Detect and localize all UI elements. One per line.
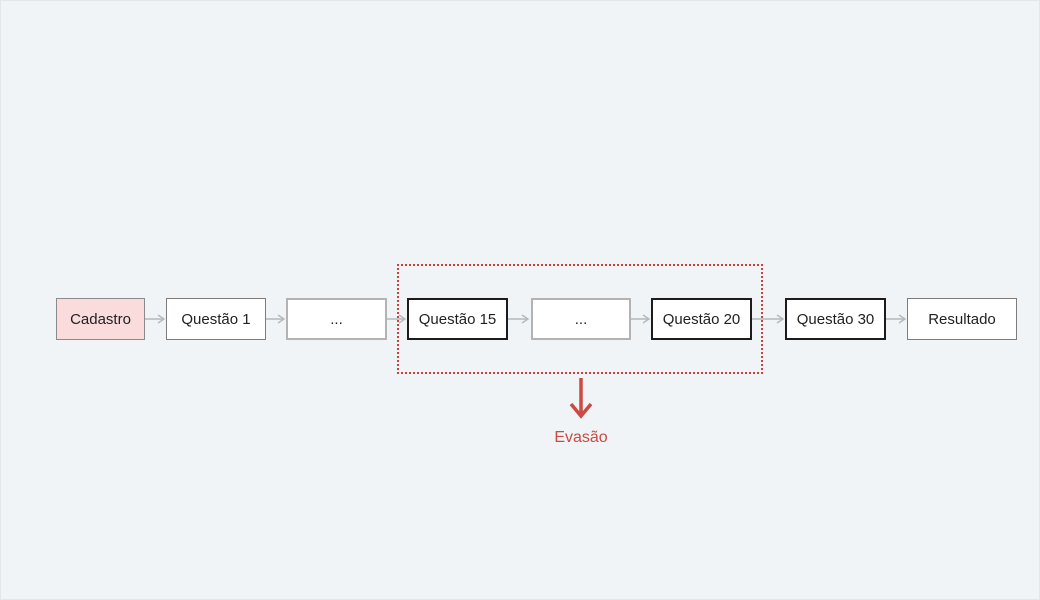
- flow-node-ellipsis-1: ...: [286, 298, 387, 340]
- flow-node-questao-15: Questão 15: [407, 298, 508, 340]
- evasion-arrow-icon: [569, 378, 593, 419]
- evasion-label: Evasão: [554, 429, 608, 446]
- flow-node-cadastro: Cadastro: [56, 298, 145, 340]
- flow-node-questao-1: Questão 1: [166, 298, 266, 340]
- flow-node-ellipsis-2: ...: [531, 298, 631, 340]
- flow-node-questao-20: Questão 20: [651, 298, 752, 340]
- flow-node-questao-30: Questão 30: [785, 298, 886, 340]
- flow-node-resultado: Resultado: [907, 298, 1017, 340]
- dropout-region-outline: [397, 264, 763, 374]
